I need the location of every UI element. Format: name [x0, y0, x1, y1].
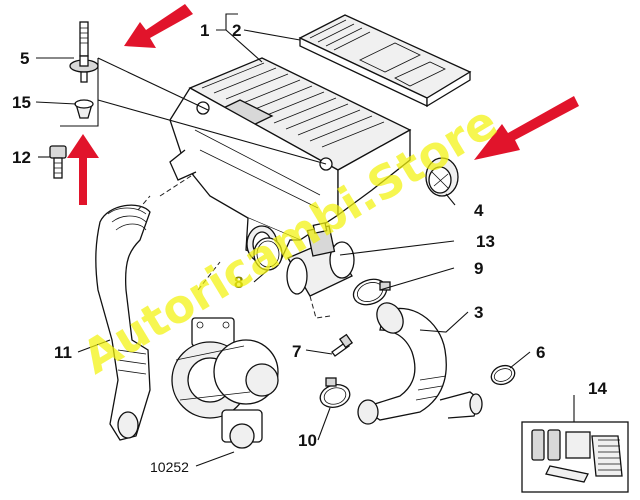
callout-10252: 10252 — [150, 459, 189, 475]
hose-clamp-small — [490, 364, 516, 386]
stud — [69, 21, 99, 83]
screw — [331, 333, 354, 357]
callout-1: 1 — [200, 21, 209, 40]
red-arrows — [67, 4, 579, 205]
callout-12: 12 — [12, 148, 31, 167]
callout-9: 9 — [474, 259, 483, 278]
callout-3: 3 — [474, 303, 483, 322]
intake-duct — [357, 302, 483, 425]
bolt — [49, 145, 67, 179]
callout-14: 14 — [588, 379, 607, 398]
callout-7: 7 — [292, 342, 301, 361]
o-ring — [253, 237, 283, 271]
callout-8: 8 — [234, 273, 243, 292]
duct-connector — [425, 157, 459, 197]
grommet — [74, 99, 94, 119]
air-filter-element — [298, 14, 472, 108]
air-flow-meter — [286, 222, 355, 297]
arrow-left-icon — [67, 134, 99, 205]
leader-lines — [35, 13, 575, 467]
hose-clamp-lower — [319, 377, 351, 408]
turbocharger — [171, 317, 279, 449]
intake-hose — [95, 204, 151, 441]
hose-clamp — [352, 278, 391, 306]
arrow-top-icon — [124, 4, 193, 48]
callout-5: 5 — [20, 49, 29, 68]
callouts: 1 2 3 4 5 6 7 8 9 10 11 12 13 14 15 1025… — [12, 21, 607, 475]
assembly-dashed-lines — [137, 173, 331, 319]
callout-15: 15 — [12, 93, 31, 112]
callout-6: 6 — [536, 343, 545, 362]
air-filter-housing — [169, 57, 412, 263]
callout-10: 10 — [298, 431, 317, 450]
service-kit-box — [521, 421, 629, 493]
callout-4: 4 — [474, 201, 484, 220]
arrow-right-icon — [474, 96, 579, 160]
callout-13: 13 — [476, 232, 495, 251]
callout-11: 11 — [54, 343, 72, 362]
callout-2: 2 — [232, 21, 241, 40]
